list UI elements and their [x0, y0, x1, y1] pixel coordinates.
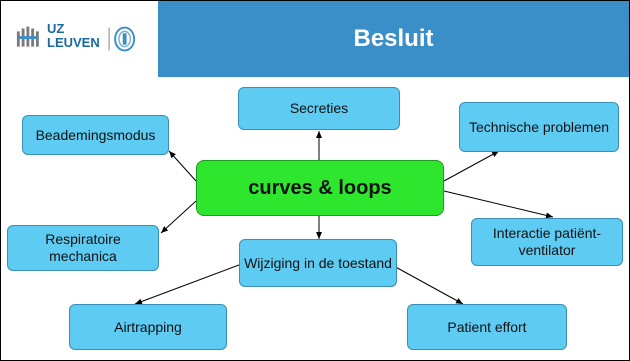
arrow-to-technische-problemen [443, 150, 500, 182]
logo-area: UZ LEUVEN [1, 1, 158, 77]
logo-wordmark: UZ LEUVEN [47, 21, 100, 50]
node-technische-problemen: Technische problemen [459, 102, 619, 152]
node-curves-loops: curves & loops [196, 160, 444, 216]
node-beademingsmodus: Beademingsmodus [22, 115, 169, 155]
arrow-to-respiratoire-mechanica [160, 200, 197, 234]
node-patient-effort: Patient effort [407, 304, 567, 350]
node-secreties: Secreties [238, 87, 400, 130]
arrow-to-airtrapping [134, 258, 256, 305]
node-interactie-patient-ventilator: Interactie patiënt-ventilator [471, 218, 623, 266]
node-airtrapping: Airtrapping [69, 304, 227, 350]
page-title: Besluit [353, 25, 434, 52]
logo-text-uz: UZ [47, 21, 65, 36]
arrow-to-interactie [443, 190, 554, 219]
uz-leuven-logo-icon [16, 26, 136, 52]
node-respiratoire-mechanica: Respiratoire mechanica [7, 225, 159, 271]
arrow-to-beademingsmodus [168, 150, 197, 182]
header-bar: Besluit [158, 1, 629, 77]
node-wijziging-toestand: Wijziging in de toestand [239, 239, 397, 287]
logo-text-leuven: LEUVEN [47, 35, 100, 50]
